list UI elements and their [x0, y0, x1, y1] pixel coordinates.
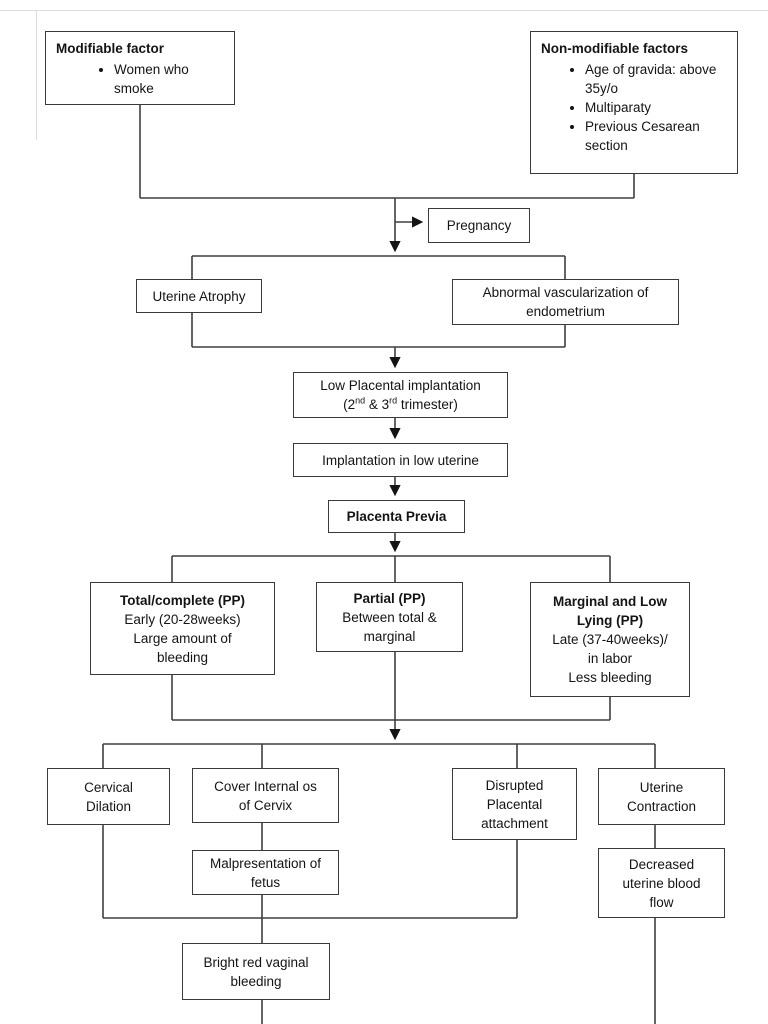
node-line: Abnormal vascularization of	[482, 285, 649, 300]
node-line: Low Placental implantation	[320, 378, 481, 393]
node-line: Malpresentation of	[209, 855, 322, 871]
node-line: Less bleeding	[568, 670, 652, 685]
node-placenta-previa: Placenta Previa	[328, 500, 465, 533]
node-title: Marginal and Low	[552, 594, 667, 609]
bullet-item: Age of gravida: above 35y/o	[585, 60, 729, 98]
node-line: Decreased	[628, 856, 695, 872]
node-pregnancy: Pregnancy	[428, 208, 530, 243]
node-line: Bright red vaginal	[203, 954, 309, 970]
node-title: Lying (PP)	[576, 613, 644, 628]
node-low-placental-implantation: Low Placental implantation (2nd & 3rd tr…	[293, 372, 508, 418]
node-total-complete-pp: Total/complete (PP) Early (20-28weeks) L…	[90, 582, 275, 675]
connector-atrophy-row	[191, 255, 566, 348]
node-line: Pregnancy	[446, 218, 512, 233]
node-cervical-dilation: Cervical Dilation	[47, 768, 170, 825]
node-line: Cervical	[84, 779, 133, 795]
node-line: bleeding	[156, 649, 209, 665]
node-decreased-uterine-blood-flow: Decreased uterine blood flow	[598, 848, 725, 918]
node-line: flow	[649, 894, 674, 910]
node-line: endometrium	[526, 304, 605, 319]
node-line: of Cervix	[238, 797, 293, 813]
ordinal-suffix: rd	[389, 395, 398, 406]
node-disrupted-placental-attachment: Disrupted Placental attachment	[452, 768, 577, 840]
node-cover-internal-os: Cover Internal os of Cervix	[192, 768, 339, 823]
node-title: Partial (PP)	[353, 590, 426, 606]
node-line: attachment	[481, 815, 548, 831]
node-title: Modifiable factor	[56, 41, 165, 56]
node-abnormal-vascularization: Abnormal vascularization of endometrium	[452, 279, 679, 325]
node-modifiable-factor: Modifiable factor Women who smoke	[45, 31, 235, 105]
node-marginal-low-lying-pp: Marginal and Low Lying (PP) Late (37-40w…	[530, 582, 690, 697]
connector-type-split	[171, 555, 611, 582]
node-line: uterine blood	[622, 875, 701, 891]
node-line: in labor	[587, 651, 633, 666]
node-line: Late (37-40weeks)/	[552, 632, 668, 647]
page-edge-lines	[0, 10, 768, 140]
node-line: Disrupted	[485, 777, 544, 793]
connector-effect-join	[102, 823, 656, 943]
connector-factors-join	[139, 105, 635, 199]
node-line: Large amount of	[133, 630, 232, 646]
node-line: Early (20-28weeks)	[124, 611, 241, 627]
bullet-list: Age of gravida: above 35y/o Multiparaty …	[541, 60, 729, 155]
node-title: Total/complete (PP)	[119, 592, 245, 608]
node-title: Non-modifiable factors	[541, 41, 689, 56]
node-line: Dilation	[85, 798, 132, 814]
node-line: Placental	[486, 796, 543, 812]
node-line: fetus	[250, 874, 281, 890]
node-line: Between total &	[342, 609, 437, 625]
node-line: Cover Internal os	[214, 778, 317, 794]
node-line: Contraction	[626, 798, 697, 814]
node-line: (2nd & 3rd trimester)	[343, 395, 458, 412]
node-uterine-contraction: Uterine Contraction	[598, 768, 725, 825]
node-uterine-atrophy: Uterine Atrophy	[136, 279, 262, 313]
node-nonmodifiable-factors: Non-modifiable factors Age of gravida: a…	[530, 31, 738, 174]
bullet-item: Multiparaty	[585, 98, 729, 117]
node-line: marginal	[363, 628, 416, 644]
bullet-list: Women who smoke	[56, 60, 226, 98]
node-implantation-low-uterine: Implantation in low uterine	[293, 443, 508, 477]
node-line: Uterine	[639, 779, 684, 795]
node-bright-red-vaginal-bleeding: Bright red vaginal bleeding	[182, 943, 330, 1000]
ordinal-suffix: nd	[355, 395, 366, 406]
node-malpresentation-fetus: Malpresentation of fetus	[192, 850, 339, 895]
node-line: Implantation in low uterine	[322, 452, 479, 468]
bullet-item: Previous Cesarean section	[585, 117, 729, 155]
node-partial-pp: Partial (PP) Between total & marginal	[316, 582, 463, 652]
bullet-item: Women who smoke	[114, 60, 226, 98]
connector-bottom-exits	[261, 918, 656, 1024]
connector-type-join	[171, 675, 611, 721]
node-title: Placenta Previa	[346, 509, 447, 524]
node-line: Uterine Atrophy	[152, 288, 246, 304]
connector-effect-split	[102, 743, 656, 768]
node-line: bleeding	[230, 973, 282, 989]
